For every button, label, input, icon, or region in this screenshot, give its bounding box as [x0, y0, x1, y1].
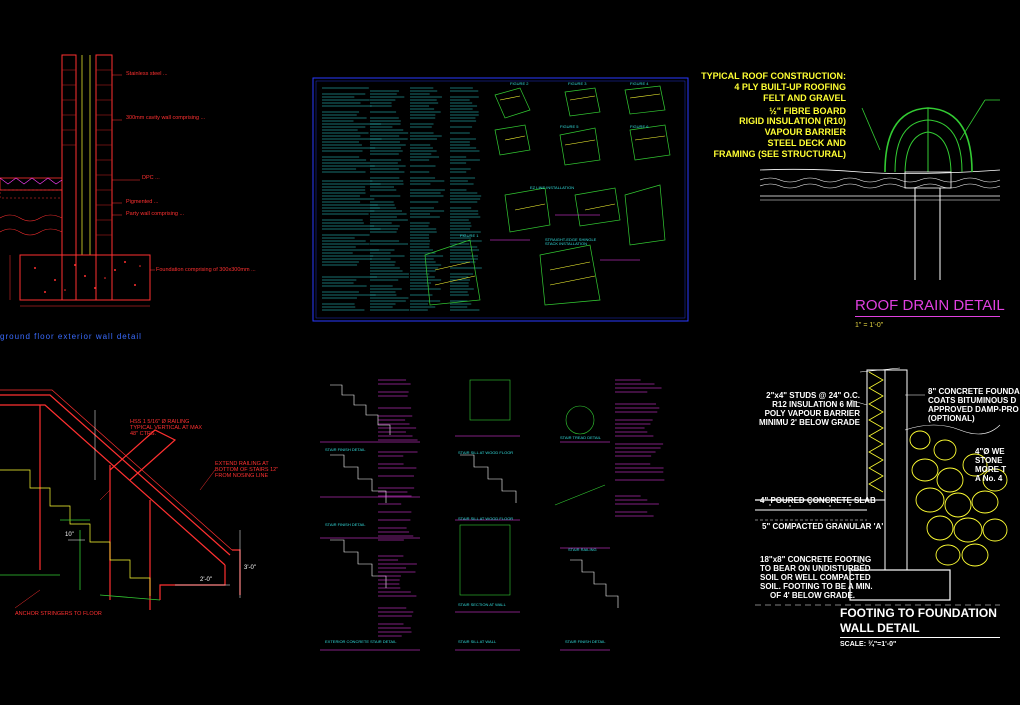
wall-note-5: Party wall comprising ...: [126, 211, 185, 217]
footing-title-line-1: FOOTING TO FOUNDATION: [840, 606, 997, 620]
stair-details-sheet: [320, 379, 665, 651]
figure-label: FIGURE 5: [560, 124, 579, 129]
stair-profile: [460, 454, 517, 503]
footing-note: SOIL. FOOTING TO BE A MIN.: [760, 582, 873, 591]
exterior-stair-detail: [0, 389, 241, 610]
roof-drain-title: ROOF DRAIN DETAIL: [855, 297, 1005, 314]
footing-right-note: COATS BITUMINOUS D: [928, 396, 1017, 405]
installation-label: EZ LINE INSTALLATION: [530, 185, 575, 190]
stair-profile: [330, 539, 387, 588]
roof-note: RIGID INSULATION (R10): [739, 116, 846, 126]
wall-note-6: Foundation comprising of 300x300mm ...: [156, 267, 256, 273]
stair-detail-label: STAIR FINISH DETAIL: [325, 447, 366, 452]
footing-left-note: R12 INSULATION 6 MIL: [772, 400, 860, 409]
footing-note: 18"x8" CONCRETE FOOTING: [760, 555, 872, 564]
wall-note-1: Stainless steel ...: [126, 71, 168, 77]
roof-note: STEEL DECK AND: [767, 138, 846, 148]
footing-side-note: 4"Ø WE: [975, 447, 1005, 456]
footing-left-note: MINIMU 2' BELOW GRADE: [758, 418, 860, 427]
ground-floor-caption: ground floor exterior wall detail: [0, 332, 142, 341]
stair-profile: [330, 384, 391, 435]
footing-note: SOIL OR WELL COMPACTED: [760, 573, 871, 582]
stair-detail-label: STAIR TREAD DETAIL: [560, 435, 601, 440]
footing-side-note: STONE: [975, 456, 1003, 465]
figure-label: FIGURE 6: [630, 124, 649, 129]
footing-foundation-detail: [755, 367, 1008, 606]
footing-granular-note: 5" COMPACTED GRANULAR 'A': [762, 522, 884, 531]
stair-tread-line: [0, 469, 151, 596]
stair-label-extend: EXTEND RAILING AT BOTTOM OF STAIRS 12" F…: [215, 461, 279, 479]
stair-detail-label: STAIR FINISH DETAIL: [325, 522, 366, 527]
roof-drain-scale: 1" = 1'-0": [855, 322, 884, 329]
title-underline: [840, 637, 1000, 638]
footing-title-line-2: WALL DETAIL: [840, 621, 920, 635]
footing-slab-note: 4" POURED CONCRETE SLAB: [760, 496, 876, 505]
figure-label: FIGURE 2: [510, 81, 529, 86]
stair-dimension: 10": [65, 532, 74, 538]
stair-label-anchor: ANCHOR STRINGERS TO FLOOR: [15, 611, 102, 617]
roof-note: ½" FIBRE BOARD: [769, 106, 846, 116]
stair-label-railing: HSS 1 5/16" Ø RAILING TYPICAL VERTICAL A…: [130, 419, 203, 437]
stair-profile: [570, 559, 619, 608]
stair-detail-label: STAIR SILL AT WALL: [458, 639, 497, 644]
roof-note: VAPOUR BARRIER: [764, 127, 846, 137]
ground-floor-wall-detail: [0, 54, 155, 307]
roofing-instruction-sheet: [312, 77, 689, 322]
stair-detail-label: EXTERIOR CONCRETE STAIR DETAIL: [325, 639, 397, 644]
roof-note: FELT AND GRAVEL: [763, 93, 846, 103]
roof-note: TYPICAL ROOF CONSTRUCTION:: [701, 71, 846, 81]
footing-left-note: 2"x4" STUDS @ 24" O.C.: [766, 391, 860, 400]
footing-note: OF 4' BELOW GRADE.: [769, 591, 855, 600]
footing-right-note: (OPTIONAL): [928, 414, 975, 423]
wall-note-2: 300mm cavity wall comprising ...: [126, 115, 206, 121]
stair-detail-label: STAIR SECTION AT WALL: [458, 602, 506, 607]
wall-note-3: DPC ...: [142, 175, 160, 181]
figure-label: FIGURE 3: [568, 81, 587, 86]
roof-note: FRAMING (SEE STRUCTURAL): [713, 149, 847, 159]
stair-detail-label: STAIR RAILING: [568, 547, 597, 552]
footing-scale: SCALE: ¾"=1'-0": [840, 641, 897, 648]
figure-label: FIGURE 4: [630, 81, 649, 86]
stair-detail-label: STAIR SILL AT WOOD FLOOR: [458, 450, 514, 455]
footing-side-note: A No. 4: [975, 474, 1003, 483]
footing-left-note: POLY VAPOUR BARRIER: [764, 409, 860, 418]
stair-profile: [330, 454, 387, 503]
installation-label: STRAIGHT-EDGE SHINGLE STACK INSTALLATION: [545, 237, 597, 247]
footing-side-note: MORE T: [975, 465, 1007, 474]
stair-detail-label: STAIR SILL AT WOOD FLOOR: [458, 516, 514, 521]
figure-label: FIGURE 1: [460, 233, 479, 238]
roof-drain-detail: [759, 99, 1001, 280]
footing-note: TO BEAR ON UNDISTURBED: [760, 564, 871, 573]
wall-note-4: Pigmented ...: [126, 199, 159, 205]
stair-dimension: 3'-0": [244, 565, 256, 571]
footing-right-note: APPROVED DAMP-PRO: [928, 405, 1019, 414]
title-underline: [855, 316, 1000, 317]
footing-right-note: 8" CONCRETE FOUNDA: [928, 387, 1020, 396]
stair-detail-label: STAIR FINISH DETAIL: [565, 639, 606, 644]
roof-note: 4 PLY BUILT-UP ROOFING: [734, 82, 846, 92]
stair-dimension: 2'-0": [200, 577, 212, 583]
